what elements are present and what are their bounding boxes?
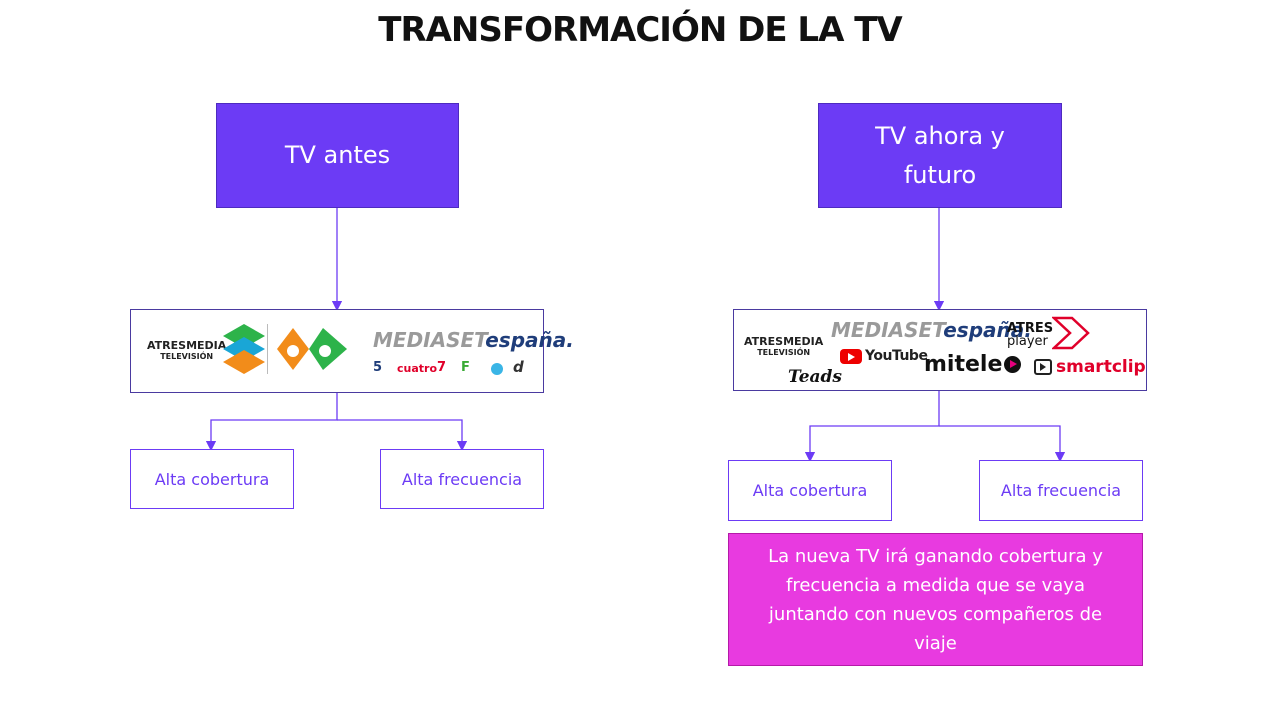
- arrow-left-logos-to-frequency: [337, 419, 468, 452]
- future-note-box: La nueva TV irá ganando cobertura y frec…: [728, 533, 1143, 666]
- page-title: TRANSFORMACIÓN DE LA TV: [378, 10, 903, 50]
- tv-ahora-label: TV ahora y futuro: [875, 121, 1005, 189]
- channel-divinity-icon: d: [513, 358, 524, 376]
- tv-ahora-box: TV ahora y futuro: [818, 103, 1062, 208]
- arrow-left-logos-to-outputs: [205, 393, 338, 452]
- tv-antes-box: TV antes: [216, 103, 459, 208]
- logo-divider: [267, 324, 268, 374]
- antena3-la6-icon: [277, 328, 347, 370]
- atresmedia-logo: ATRESMEDIA TELEVISIÓN: [147, 339, 227, 361]
- atresplayer-arrow-icon: [1052, 316, 1090, 350]
- channel-5-icon: 5: [373, 360, 383, 375]
- tv-antes-label: TV antes: [284, 141, 391, 169]
- smartclip-play-icon: [1034, 359, 1052, 375]
- arrow-right-logos-to-coverage: [804, 391, 940, 463]
- tv-antes-logos-box: ATRESMEDIA TELEVISIÓN MEDIASETespaña. 5 …: [130, 309, 574, 393]
- right-alta-cobertura-box: Alta cobertura: [728, 460, 892, 521]
- channel-boing-icon: [491, 363, 503, 375]
- left-alta-cobertura-box: Alta cobertura: [130, 449, 294, 509]
- right-alta-frecuencia-box: Alta frecuencia: [979, 460, 1143, 521]
- mediaset-espana-logo: MEDIASETespaña.: [831, 318, 1032, 342]
- right-alta-cobertura-label: Alta cobertura: [752, 481, 868, 500]
- left-alta-cobertura-label: Alta cobertura: [154, 469, 270, 489]
- mediaset-espana-logo: MEDIASETespaña.: [373, 328, 574, 352]
- channel-7-icon: 7: [437, 360, 447, 375]
- arrow-right-logos-to-frequency: [939, 425, 1066, 463]
- channel-factoria-icon: F: [461, 360, 470, 375]
- atresmedia-logo: ATRESMEDIA TELEVISIÓN: [744, 335, 824, 357]
- youtube-logo: YouTube: [840, 348, 928, 364]
- mitele-play-icon: [1004, 356, 1022, 373]
- teads-logo: Teads: [788, 367, 842, 387]
- smartclip-logo: smartclip: [1034, 357, 1146, 377]
- channel-cuatro-icon: cuatro: [397, 362, 438, 375]
- youtube-play-icon: [840, 348, 862, 364]
- right-alta-frecuencia-label: Alta frecuencia: [1000, 481, 1122, 500]
- tv-ahora-logos-box: ATRESMEDIA TELEVISIÓN MEDIASETespaña. AT…: [733, 309, 1147, 391]
- mitele-logo: mitele: [924, 352, 1022, 377]
- left-alta-frecuencia-box: Alta frecuencia: [380, 449, 544, 509]
- atresplayer-logo: ATRES player: [1007, 321, 1054, 349]
- future-note-text: La nueva TV irá ganando cobertura y frec…: [768, 545, 1103, 654]
- left-alta-frecuencia-label: Alta frecuencia: [401, 469, 523, 489]
- atresmedia-shape-icon: [223, 324, 265, 374]
